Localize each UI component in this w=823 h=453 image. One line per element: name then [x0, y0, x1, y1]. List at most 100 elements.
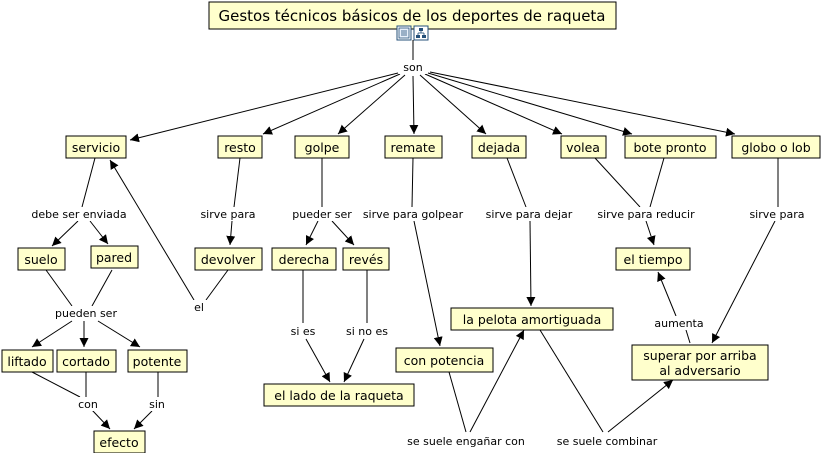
concept-devolver[interactable]: devolver [194, 247, 263, 271]
concept-el-tiempo[interactable]: el tiempo [615, 247, 691, 271]
edge-link-tiempo [645, 220, 656, 246]
resource-document-icon[interactable] [396, 25, 412, 41]
link-se-suele-enganar: se suele engañar con [402, 434, 530, 448]
svg-text:golpe: golpe [305, 140, 340, 155]
concept-cortado[interactable]: cortado [56, 349, 117, 373]
submap-hierarchy-icon[interactable] [413, 25, 429, 41]
svg-text:sirve para dejar: sirve para dejar [486, 208, 573, 221]
edge-link-lado-2 [343, 338, 365, 383]
concept-resto[interactable]: resto [217, 135, 263, 159]
edges [31, 40, 779, 433]
svg-text:sin: sin [149, 398, 165, 411]
edge-link-reves [331, 220, 355, 246]
edge-son-servicio [129, 72, 399, 143]
link-debe-ser-enviada: debe ser enviada [28, 207, 130, 221]
edge-son-dejada [419, 74, 487, 135]
concept-title[interactable]: Gestos técnicos básicos de los deportes … [208, 1, 617, 30]
concept-pared[interactable]: pared [90, 245, 139, 269]
concept-servicio[interactable]: servicio [65, 135, 127, 159]
svg-text:potente: potente [133, 354, 182, 369]
edge-suelo-link [45, 269, 73, 307]
svg-text:el tiempo: el tiempo [624, 252, 683, 267]
concept-efecto[interactable]: efecto [93, 430, 146, 453]
svg-text:devolver: devolver [201, 252, 256, 267]
edge-sin-efecto [133, 410, 153, 430]
concept-lado-raqueta[interactable]: el lado de la raqueta [263, 383, 415, 407]
link-aumenta: aumenta [649, 316, 709, 330]
svg-text:al adversario: al adversario [659, 363, 740, 378]
svg-text:pared: pared [96, 250, 132, 265]
concept-bote-pronto[interactable]: bote pronto [624, 135, 717, 159]
edge-combinar-superar [607, 379, 674, 433]
link-si-no-es: si no es [341, 324, 393, 338]
svg-text:volea: volea [566, 140, 600, 155]
edge-link-suelo [51, 220, 79, 247]
edge-link-lado [305, 338, 331, 383]
edge-son-globo [429, 71, 736, 137]
svg-text:la pelota amortiguada: la pelota amortiguada [463, 312, 602, 327]
svg-text:con potencia: con potencia [404, 353, 485, 368]
svg-text:aumenta: aumenta [654, 317, 703, 330]
concept-potente[interactable]: potente [127, 349, 188, 373]
edge-pared-link [91, 269, 113, 307]
link-son: son [399, 60, 427, 74]
svg-text:suelo: suelo [24, 252, 57, 267]
edge-bote-link [649, 157, 665, 208]
edge-servicio-link [81, 157, 96, 208]
link-el: el [190, 300, 208, 314]
edge-enganar-pelota [469, 329, 525, 433]
edge-son-resto [262, 73, 401, 135]
edge-link-potente [97, 320, 141, 348]
concept-liftado[interactable]: liftado [1, 349, 54, 373]
concept-derecha[interactable]: derecha [271, 247, 337, 271]
edge-resto-link [233, 157, 241, 208]
svg-text:si es: si es [291, 325, 316, 338]
svg-text:con: con [78, 398, 98, 411]
link-labels: son debe ser enviada sirve para pueder s… [28, 60, 808, 448]
svg-text:pueden ser: pueden ser [55, 307, 117, 320]
edge-remate-link [411, 157, 414, 208]
concept-pelota-amortiguada[interactable]: la pelota amortiguada [450, 307, 614, 331]
concept-dejada[interactable]: dejada [471, 135, 527, 159]
edge-link-derecha [305, 220, 319, 246]
concept-remate[interactable]: remate [384, 135, 443, 159]
edge-superar-aumenta [685, 329, 691, 344]
link-con: con [74, 397, 102, 411]
edge-aumenta-tiempo [657, 271, 677, 317]
svg-text:efecto: efecto [99, 435, 138, 450]
edge-link-pelota [526, 220, 536, 307]
edge-liftado-con [31, 371, 81, 398]
svg-text:el: el [194, 301, 204, 314]
concept-globo-o-lob[interactable]: globo o lob [731, 135, 821, 159]
edge-potencia-enganar [448, 371, 467, 433]
link-sirve-para-globo: sirve para [746, 207, 808, 221]
svg-text:sirve para golpear: sirve para golpear [363, 208, 464, 221]
link-se-suele-combinar: se suele combinar [552, 434, 662, 448]
link-pueder-ser: pueder ser [289, 207, 356, 221]
svg-text:resto: resto [224, 140, 256, 155]
concept-con-potencia[interactable]: con potencia [395, 347, 494, 373]
edge-el-servicio [109, 159, 195, 301]
link-sirve-para-dejar: sirve para dejar [482, 207, 576, 221]
concept-reves[interactable]: revés [342, 247, 390, 271]
edge-son-volea [424, 73, 563, 135]
link-pueden-ser: pueden ser [48, 306, 124, 320]
concept-volea[interactable]: volea [560, 135, 607, 159]
concept-suelo[interactable]: suelo [17, 247, 66, 271]
svg-text:globo o lob: globo o lob [741, 140, 810, 155]
svg-text:debe ser enviada: debe ser enviada [31, 208, 126, 221]
svg-text:son: son [403, 61, 422, 74]
svg-text:dejada: dejada [478, 140, 520, 155]
concept-golpe[interactable]: golpe [294, 135, 350, 159]
edge-son-golpe [337, 74, 406, 135]
concept-superar-por-arriba[interactable]: superar por arriba al adversario [631, 344, 769, 381]
edge-con-efecto [91, 409, 111, 430]
svg-text:cortado: cortado [62, 354, 110, 369]
edge-dejada-link [506, 157, 527, 208]
svg-text:superar por arriba: superar por arriba [643, 348, 756, 363]
edge-son-remate [409, 75, 419, 135]
svg-text:derecha: derecha [279, 252, 330, 267]
svg-text:liftado: liftado [7, 354, 46, 369]
